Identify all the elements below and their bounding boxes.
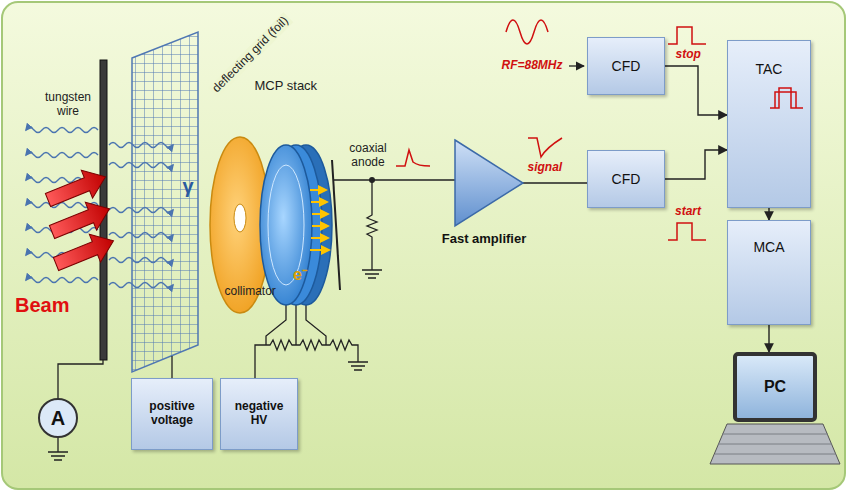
cfd-box: CFD xyxy=(587,150,665,208)
connector xyxy=(665,150,727,179)
part-label: collimator xyxy=(225,285,276,299)
electron-arrows xyxy=(310,189,326,191)
pc-screen: PC xyxy=(733,352,817,422)
electron-symbol: e⁻ xyxy=(293,266,307,284)
wires xyxy=(266,305,326,345)
electron-arrows xyxy=(311,237,328,239)
electron-arrows xyxy=(311,201,327,203)
electron-arrows xyxy=(310,190,329,250)
amplifier-triangle: Fast amplifier xyxy=(455,140,523,226)
laptop-base xyxy=(710,424,840,464)
signal-name: start xyxy=(675,205,701,219)
connector xyxy=(665,66,727,115)
signal-pulse xyxy=(528,138,562,157)
mca-box: MCA xyxy=(727,220,811,325)
tac-box: TAC xyxy=(727,40,811,208)
rf-sine xyxy=(506,20,548,44)
wires xyxy=(48,438,68,460)
junction-dot xyxy=(369,177,375,183)
part-label: tungsten wire xyxy=(39,91,97,119)
power-supply-box: positive voltage xyxy=(131,378,213,450)
beam-label: Beam xyxy=(15,294,69,317)
signal-name: stop xyxy=(676,48,701,62)
signal-name: signal xyxy=(528,161,563,175)
deflecting-grid xyxy=(132,32,198,372)
ammeter-circle xyxy=(39,399,77,437)
signal-name: RF=88MHz xyxy=(502,59,563,73)
collimator-hole xyxy=(234,204,246,232)
connector xyxy=(768,208,769,220)
ammeter-symbol: A xyxy=(38,398,78,438)
amplifier-triangle xyxy=(455,140,523,226)
electron-arrows xyxy=(310,249,329,251)
wires xyxy=(58,360,103,398)
box-label: TAC xyxy=(756,61,783,77)
electron-arrows xyxy=(312,225,328,227)
connector xyxy=(768,325,769,352)
tac-output-pulse xyxy=(770,88,803,108)
box-label: A xyxy=(51,407,65,430)
wires xyxy=(255,340,368,378)
power-supply-box: negative HV xyxy=(220,378,298,450)
cfd-box: CFD xyxy=(587,37,665,95)
input-pulse xyxy=(396,150,430,166)
electron-arrows xyxy=(312,213,328,215)
box-label: MCA xyxy=(753,239,784,255)
mcp-stack xyxy=(260,145,312,305)
rf-arrow xyxy=(569,65,584,66)
wires xyxy=(334,179,455,180)
box-label: negative HV xyxy=(227,400,291,428)
gamma-rays xyxy=(26,278,98,283)
beam-arrows xyxy=(50,227,119,278)
box-label: positive voltage xyxy=(138,400,206,428)
box-label: CFD xyxy=(612,58,641,74)
box-label: CFD xyxy=(612,171,641,187)
beam-arrows xyxy=(42,163,119,278)
box-label: PC xyxy=(764,378,786,396)
gamma-rays xyxy=(26,128,98,133)
stop-pulse xyxy=(668,27,706,44)
laptop-base xyxy=(715,434,836,454)
part-label: MCP stack xyxy=(255,79,318,94)
connector xyxy=(523,182,587,183)
gamma-rays xyxy=(26,153,98,158)
laptop-base xyxy=(710,424,840,464)
wires xyxy=(171,356,172,378)
part-label: coaxial anode xyxy=(342,142,394,170)
gamma-symbol: γ xyxy=(183,175,194,198)
coaxial-anode xyxy=(332,160,340,290)
amplifier-label: Fast amplifier xyxy=(415,232,553,247)
wires xyxy=(362,180,382,278)
mcp-stack xyxy=(260,145,332,305)
start-pulse xyxy=(668,223,706,240)
triangle-outline xyxy=(455,140,523,226)
